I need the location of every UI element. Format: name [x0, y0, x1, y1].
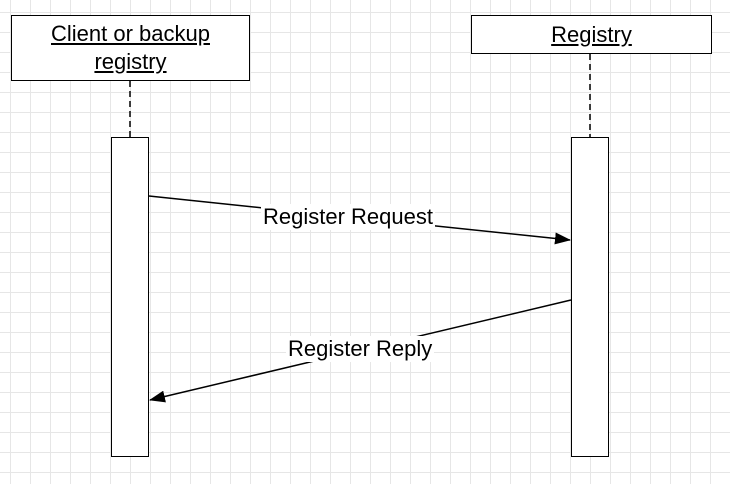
registry-activation-bar — [571, 137, 609, 457]
client-participant-label: Client or backup registry — [51, 21, 210, 74]
register-reply-label: Register Reply — [286, 336, 435, 362]
registry-participant-label: Registry — [551, 21, 632, 47]
client-activation-bar — [111, 137, 149, 457]
client-participant-box: Client or backup registry — [11, 15, 250, 81]
register-request-label: Register Request — [261, 204, 435, 230]
registry-participant-box: Registry — [471, 15, 712, 54]
